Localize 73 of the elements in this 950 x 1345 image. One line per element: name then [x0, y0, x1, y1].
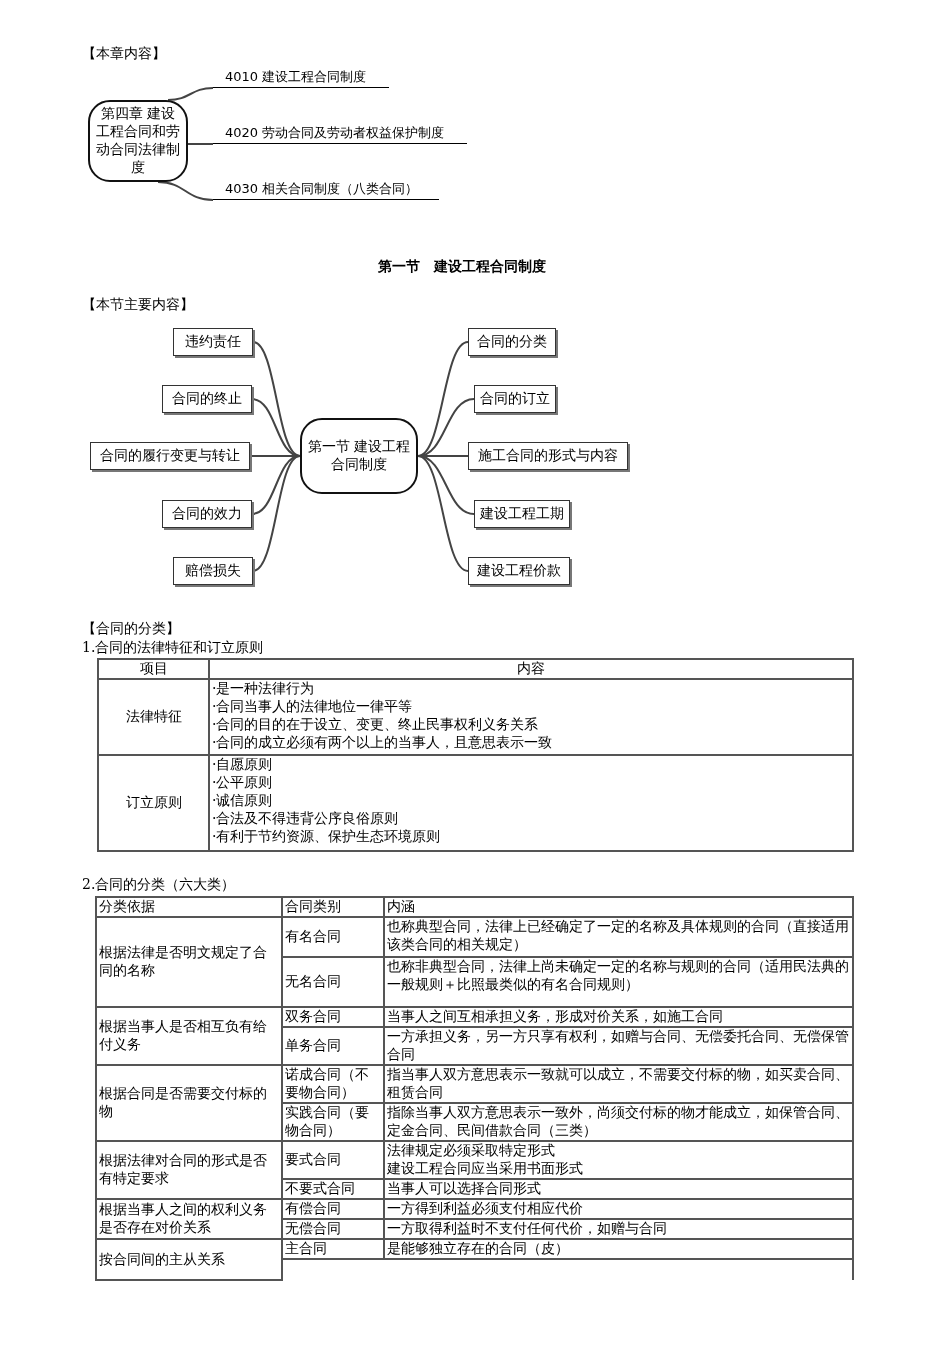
header-text: 项目: [138, 660, 169, 678]
bullet-text: ·有利于节约资源、保护生态环境原则: [212, 828, 442, 846]
subtopic-box: 建设工程工期: [474, 500, 570, 528]
cell-text: 双务合同: [285, 1008, 342, 1026]
connector-curve: [167, 87, 214, 101]
subtopic-box: 违约责任: [173, 328, 253, 356]
bullet-text: ·合同当事人的法律地位一律平等: [212, 698, 414, 716]
table-caption: 1.合同的法律特征和订立原则: [82, 639, 264, 657]
cell-text: 指除当事人双方意思表示一致外，尚须交付标的物才能成立，如保管合同、定金合同、民间借款合同（三类）: [387, 1104, 850, 1140]
cell-text: 法律特征: [124, 708, 183, 726]
cell-text: 一方得到利益必须支付相应代价: [387, 1200, 584, 1218]
branch-topic-text: 4020 劳动合同及劳动者权益保护制度: [213, 122, 467, 144]
cell-text: 无名合同: [285, 973, 342, 991]
bullet-text: ·合法及不得违背公序良俗原则: [212, 810, 400, 828]
section-heading: 【本节主要内容】: [82, 296, 194, 314]
section-heading: 【本章内容】: [82, 45, 166, 63]
section-heading: 【合同的分类】: [82, 620, 180, 638]
cell-text: 也称非典型合同，法律上尚未确定一定的名称与规则的合同（适用民法典的一般规则＋比照最类似的有名合同规则）: [387, 958, 850, 994]
connector-curve: [157, 181, 214, 201]
subtopic-box: 赔偿损失: [173, 557, 253, 585]
header-text: 合同类别: [285, 898, 342, 916]
bullet-text: ·自愿原则: [212, 756, 274, 774]
table-caption: 2.合同的分类（六大类）: [82, 876, 236, 894]
cell-text: 要式合同: [285, 1151, 342, 1169]
subtopic-box: 合同的履行变更与转让: [90, 442, 250, 470]
bullet-text: ·合同的成立必须有两个以上的当事人，且意思表示一致: [212, 734, 554, 752]
cell-text: 根据法律对合同的形式是否有特定要求: [99, 1152, 268, 1188]
cell-text: 建设工程合同应当采用书面形式: [387, 1160, 584, 1178]
subtopic-box: 合同的分类: [468, 328, 556, 356]
cell-text: 有名合同: [285, 928, 342, 946]
cell-text: 法律规定必须采取特定形式: [387, 1142, 556, 1160]
section-title: 第一节 建设工程合同制度: [378, 258, 546, 276]
cell-text: 也称典型合同，法律上已经确定了一定的名称及具体规则的合同（直接适用该类合同的相关规定）: [387, 918, 850, 954]
header-text: 内涵: [387, 898, 416, 916]
connector-curve: [417, 455, 469, 572]
cell-text: 是能够独立存在的合同（皮）: [387, 1240, 570, 1258]
central-topic-box: 第四章 建设工程合同和劳动合同法律制度: [88, 100, 188, 182]
connector-curve: [187, 143, 214, 145]
cell-text: 一方取得利益时不支付任何代价，如赠与合同: [387, 1220, 668, 1238]
connector-curve: [417, 341, 469, 457]
cell-text: 实践合同（要物合同）: [285, 1104, 370, 1140]
subtopic-box: 合同的效力: [162, 500, 252, 528]
subtopic-box: 施工合同的形式与内容: [468, 442, 628, 470]
subtopic-box: 建设工程价款: [468, 557, 570, 585]
cell-text: 根据当事人之间的权利义务是否存在对价关系: [99, 1201, 268, 1237]
branch-topic-text: 4010 建设工程合同制度: [213, 66, 389, 88]
connector-curve: [252, 341, 301, 457]
cell-text: 无偿合同: [285, 1220, 342, 1238]
branch-topic-text: 4030 相关合同制度（八类合同）: [213, 178, 439, 200]
subtopic-box: 合同的订立: [474, 385, 556, 413]
cell-text: 当事人可以选择合同形式: [387, 1180, 542, 1198]
bullet-text: ·公平原则: [212, 774, 274, 792]
bullet-text: ·是一种法律行为: [212, 680, 316, 698]
cell-text: 有偿合同: [285, 1200, 342, 1218]
cell-text: 根据当事人是否相互负有给付义务: [99, 1018, 268, 1054]
cell-text: 指当事人双方意思表示一致就可以成立，不需要交付标的物，如买卖合同、租赁合同: [387, 1066, 850, 1102]
cell-text: 诺成合同（不要物合同）: [285, 1066, 370, 1102]
cell-text: 单务合同: [285, 1037, 342, 1055]
cell-text: 订立原则: [124, 794, 183, 812]
connector-curve: [252, 455, 301, 572]
central-topic-box: 第一节 建设工程合同制度: [300, 418, 418, 494]
cell-text: 当事人之间互相承担义务，形成对价关系，如施工合同: [387, 1008, 724, 1026]
header-text: 内容: [516, 660, 546, 678]
cell-text: 主合同: [285, 1240, 328, 1258]
cell-text: 根据法律是否明文规定了合同的名称: [99, 944, 268, 980]
bullet-text: ·合同的目的在于设立、变更、终止民事权利义务关系: [212, 716, 540, 734]
cell-text: 一方承担义务，另一方只享有权利，如赠与合同、无偿委托合同、无偿保管合同: [387, 1028, 850, 1064]
cell-text: 按合同间的主从关系: [99, 1250, 226, 1269]
subtopic-box: 合同的终止: [162, 385, 252, 413]
cell-text: 不要式合同: [285, 1180, 356, 1198]
bullet-text: ·诚信原则: [212, 792, 274, 810]
cell-text: 根据合同是否需要交付标的物: [99, 1085, 268, 1121]
header-text: 分类依据: [99, 898, 156, 916]
